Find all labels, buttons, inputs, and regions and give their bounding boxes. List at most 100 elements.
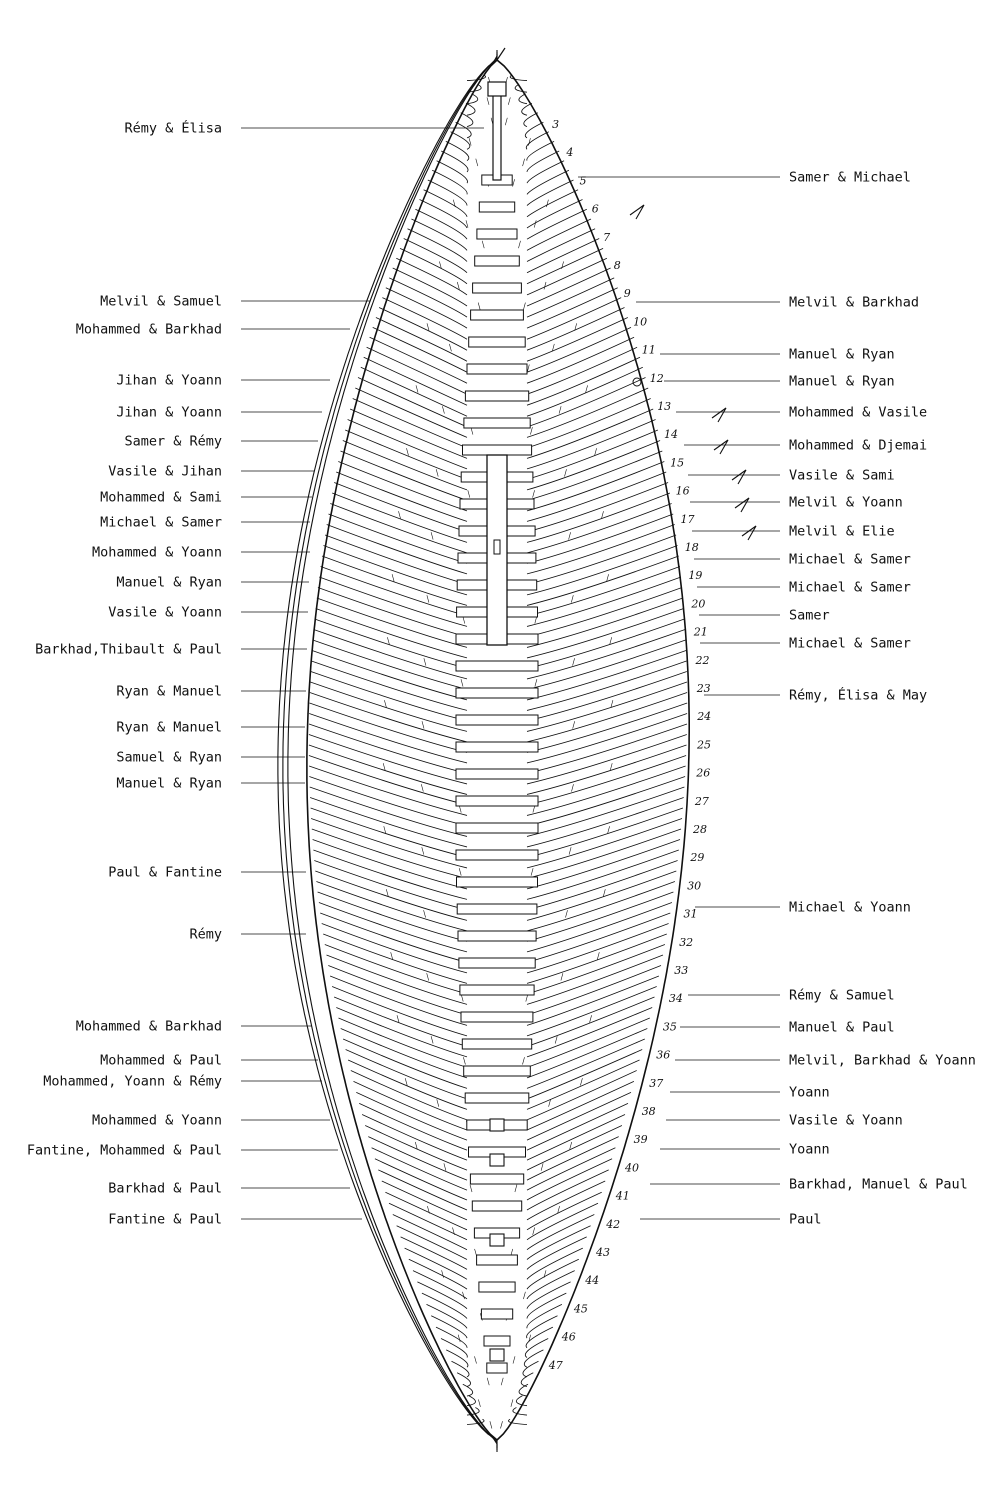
plank-right — [525, 1326, 554, 1349]
plank-left — [313, 849, 468, 900]
plank-left — [309, 786, 468, 837]
right-label: Michael & Samer — [789, 636, 911, 652]
plank-joint — [571, 595, 574, 603]
plank-joint — [574, 323, 577, 331]
left-label: Mohammed & Yoann — [92, 1113, 222, 1129]
right-label: Yoann — [789, 1085, 830, 1101]
plank-joint — [486, 97, 490, 105]
left-label: Mohammed & Paul — [100, 1053, 222, 1069]
plank-joint — [561, 261, 564, 269]
plank-right — [526, 807, 684, 858]
plank-joint — [527, 364, 530, 372]
plank-left — [308, 744, 468, 795]
plank-joint — [532, 1227, 535, 1235]
plank-right — [526, 1081, 635, 1131]
plank-joint — [540, 1163, 544, 1171]
plank-left — [308, 734, 468, 785]
plank-joint — [533, 220, 537, 228]
plank-joint — [543, 1270, 547, 1278]
plank-left — [363, 356, 468, 406]
frame-block — [471, 1200, 523, 1212]
plank-joint — [548, 1099, 551, 1107]
plank-left — [466, 93, 479, 105]
frame-number: 20 — [690, 597, 705, 610]
plank-left — [334, 482, 468, 533]
plank-right — [526, 597, 684, 648]
plank-joint — [609, 763, 613, 771]
plank-joint — [439, 261, 442, 269]
plank-joint — [518, 240, 521, 249]
plank-right — [526, 765, 686, 816]
plank-left — [466, 1418, 485, 1425]
frame-block — [460, 1011, 534, 1023]
frame-number: 4 — [565, 146, 573, 159]
plank-right — [526, 398, 651, 449]
frame-block — [455, 849, 539, 861]
right-label: Paul — [789, 1212, 822, 1228]
plank-right — [526, 346, 638, 395]
right-label: Michael & Samer — [789, 580, 911, 596]
frame-block — [478, 201, 516, 213]
plank-joint — [486, 1377, 490, 1386]
plank-joint — [505, 117, 508, 126]
plank-left — [381, 1180, 468, 1221]
frame-number: 11 — [642, 344, 656, 357]
frame-number: 32 — [679, 936, 693, 949]
plank-joint — [530, 868, 534, 876]
plank-left — [375, 317, 468, 362]
plank-joint — [415, 1141, 418, 1150]
frame-number: 10 — [633, 315, 647, 328]
plank-right — [526, 545, 678, 596]
plank-right — [509, 74, 528, 82]
frame-block — [455, 822, 539, 834]
plank-right — [526, 650, 687, 701]
plank-joint — [510, 1399, 514, 1407]
gunwale-strip — [282, 52, 498, 1450]
frame-block — [470, 309, 524, 321]
mast-step-hole — [493, 539, 501, 555]
frame-block — [455, 768, 539, 780]
frame-number: 40 — [624, 1161, 639, 1174]
plank-joint — [458, 868, 462, 876]
plank-joint — [427, 1206, 430, 1214]
plank-right — [526, 141, 555, 161]
plank-left — [328, 513, 468, 564]
left-label: Barkhad & Paul — [108, 1181, 222, 1197]
plank-right — [526, 1017, 650, 1068]
plank-joint — [426, 323, 430, 331]
plank-joint — [426, 973, 429, 981]
plank-left — [309, 776, 468, 827]
plank-left — [359, 1103, 468, 1151]
plank-joint — [500, 1377, 504, 1386]
plank-left — [309, 797, 468, 848]
plank-right — [526, 1092, 632, 1141]
plank-joint — [457, 281, 460, 290]
frame-block — [483, 1335, 511, 1347]
plank-left — [388, 1202, 468, 1241]
right-label: Rémy & Samuel — [789, 988, 895, 1004]
plank-left — [466, 74, 486, 82]
plank-left — [435, 1326, 468, 1348]
plank-left — [319, 576, 468, 627]
frame-number: 47 — [548, 1359, 563, 1372]
plank-left — [357, 377, 468, 428]
plank-joint — [601, 511, 604, 519]
frame-number: 42 — [605, 1218, 620, 1231]
plank-right — [526, 160, 565, 184]
frame-number: 7 — [603, 231, 610, 244]
plank-left — [323, 933, 468, 984]
plank-joint — [572, 721, 575, 729]
frame-number: 16 — [676, 485, 690, 498]
plank-joint — [522, 158, 525, 167]
plank-right — [526, 828, 682, 879]
plank-left — [324, 944, 468, 995]
plank-right — [523, 1349, 544, 1368]
frame-number: 19 — [688, 569, 702, 582]
plank-left — [345, 1049, 468, 1100]
plank-joint — [463, 1057, 466, 1065]
plank-left — [308, 755, 468, 806]
left-label: Vasile & Jihan — [108, 464, 222, 480]
plank-joint — [568, 847, 572, 855]
frame-block — [463, 1065, 531, 1077]
